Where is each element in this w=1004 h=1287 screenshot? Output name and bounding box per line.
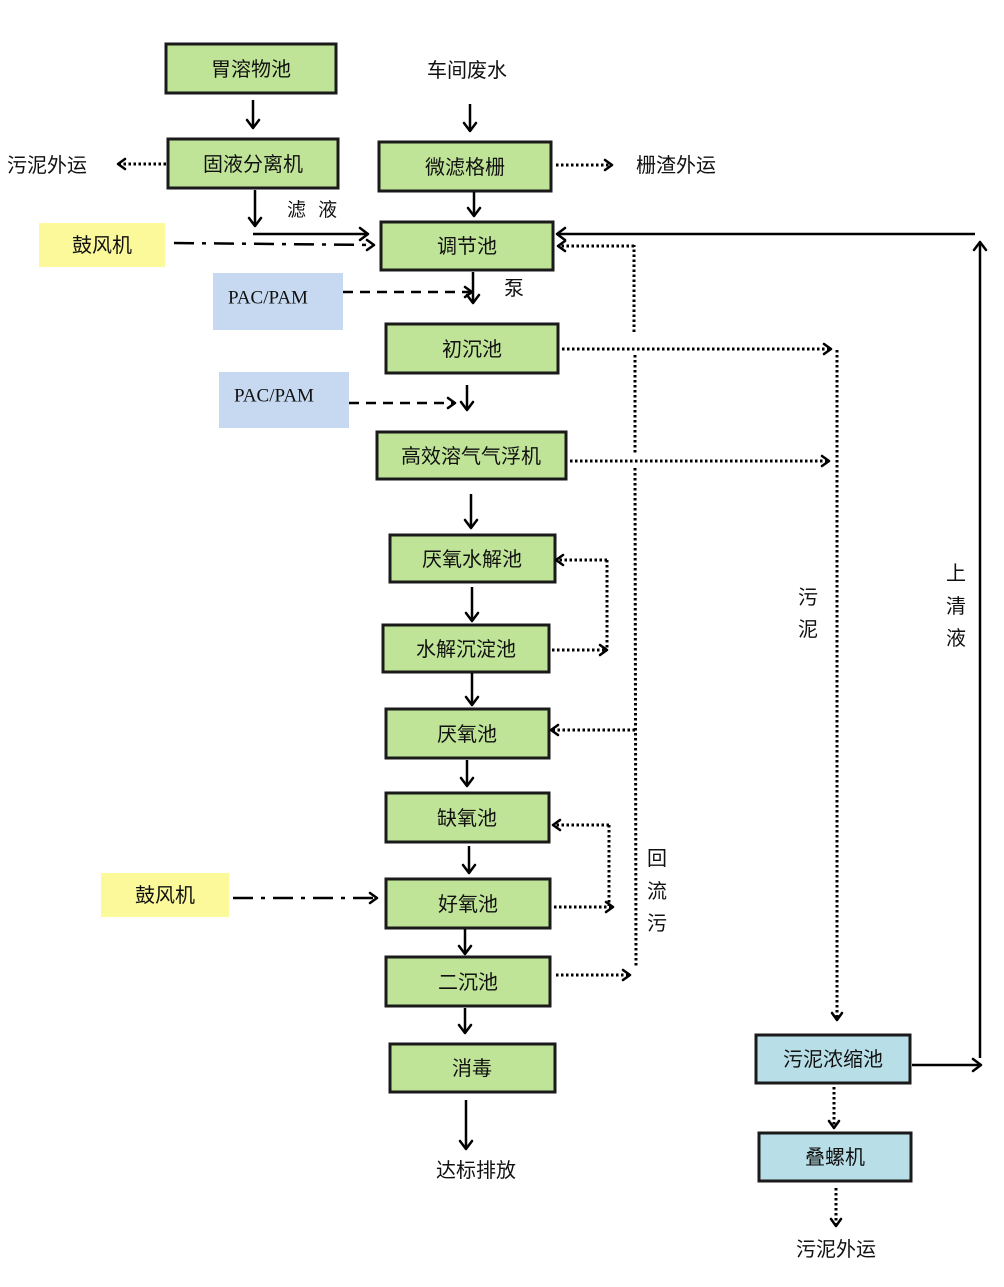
svg-text:污: 污 — [647, 911, 667, 935]
node-label: PAC/PAM — [228, 288, 308, 309]
node-hydrolysis-settling: 水解沉淀池 — [381, 623, 551, 674]
node-anaerobic-hydrolysis: 厌氧水解池 — [388, 533, 557, 584]
svg-text:污: 污 — [798, 585, 818, 609]
node-gastric-tank: 胃溶物池 — [164, 42, 338, 95]
node-label: 调节池 — [437, 234, 497, 258]
node-equalization-tank: 调节池 — [379, 220, 555, 272]
label-workshop-wastewater: 车间废水 — [427, 58, 507, 82]
node-sludge-thickener: 污泥浓缩池 — [754, 1033, 912, 1085]
node-pac-pam-2: PAC/PAM — [219, 372, 349, 428]
node-label: 鼓风机 — [135, 883, 195, 907]
node-label: 水解沉淀池 — [416, 637, 516, 661]
label-sludge-out-bottom: 污泥外运 — [796, 1237, 876, 1261]
label-return-sludge: 回 流 污 — [647, 846, 667, 935]
node-blower-1: 鼓风机 — [39, 223, 165, 267]
flow-solid-arrows — [245, 100, 988, 1151]
node-label: 厌氧水解池 — [422, 547, 522, 571]
node-disinfection: 消毒 — [388, 1042, 557, 1094]
node-anoxic-tank: 缺氧池 — [384, 791, 551, 844]
node-label: 微滤格栅 — [425, 155, 505, 179]
node-label: 二沉池 — [438, 970, 498, 994]
flow-dashed-chemical — [343, 285, 474, 410]
label-discharge: 达标排放 — [436, 1158, 516, 1182]
node-label: 污泥浓缩池 — [783, 1047, 883, 1071]
node-label: 缺氧池 — [437, 806, 497, 830]
node-label: 初沉池 — [442, 337, 502, 361]
node-label: 消毒 — [452, 1056, 492, 1080]
svg-text:液: 液 — [946, 626, 966, 650]
node-label: 厌氧池 — [437, 722, 497, 746]
node-label: 好氧池 — [438, 892, 498, 916]
node-label: PAC/PAM — [234, 386, 314, 407]
node-daf: 高效溶气气浮机 — [375, 430, 568, 481]
label-filtrate: 滤 液 — [287, 199, 337, 221]
node-solid-liquid-separator: 固液分离机 — [166, 137, 340, 190]
node-screw-press: 叠螺机 — [757, 1131, 913, 1183]
label-sludge-out-top: 污泥外运 — [7, 153, 87, 177]
label-pump: 泵 — [504, 276, 524, 300]
node-micro-filter-screen: 微滤格栅 — [377, 140, 553, 193]
node-label: 固液分离机 — [203, 152, 303, 176]
node-anaerobic-tank: 厌氧池 — [384, 707, 551, 760]
flow-dotted-sludge — [116, 157, 844, 1228]
svg-text:流: 流 — [647, 879, 667, 903]
node-blower-2: 鼓风机 — [101, 873, 229, 917]
node-secondary-settling: 二沉池 — [384, 955, 552, 1008]
node-aerobic-tank: 好氧池 — [384, 877, 552, 930]
svg-text:泥: 泥 — [798, 617, 818, 641]
node-label: 叠螺机 — [805, 1145, 865, 1169]
label-sludge: 污 泥 — [798, 585, 818, 641]
label-supernatant: 上 清 液 — [946, 561, 966, 650]
node-primary-settling: 初沉池 — [384, 322, 560, 375]
node-label: 高效溶气气浮机 — [401, 444, 541, 468]
label-screen-residue-out: 栅渣外运 — [636, 153, 716, 177]
svg-text:回: 回 — [647, 846, 667, 870]
svg-text:清: 清 — [946, 594, 966, 618]
node-label: 胃溶物池 — [211, 57, 291, 81]
node-label: 鼓风机 — [72, 233, 132, 257]
flow-dashdot-air — [173, 238, 379, 905]
svg-text:上: 上 — [946, 561, 966, 585]
node-pac-pam-1: PAC/PAM — [213, 273, 343, 330]
